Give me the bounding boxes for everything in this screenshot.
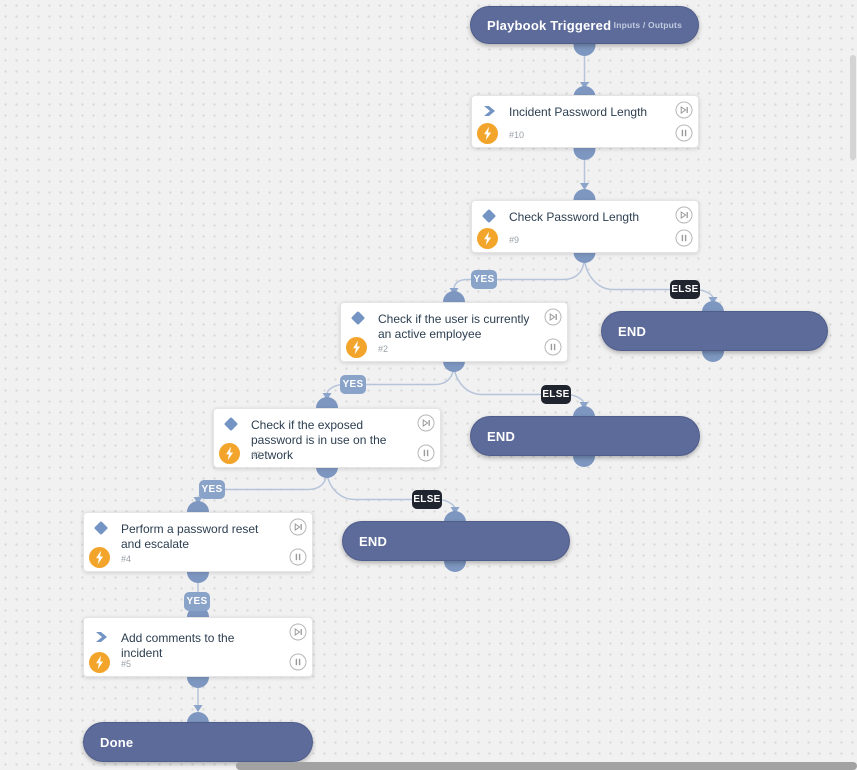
end-node-3[interactable]: END [342, 521, 570, 561]
skip-task-button[interactable] [289, 623, 307, 641]
task-title: Check if the user is currently an active… [378, 312, 530, 341]
pause-task-button[interactable] [675, 229, 693, 247]
pause-task-button[interactable] [417, 444, 435, 462]
condition-node-check-password-in-use[interactable]: Check if the exposed password is in use … [213, 408, 441, 468]
pause-task-button[interactable] [675, 124, 693, 142]
skip-task-button[interactable] [417, 414, 435, 432]
edge-user-active-yes [326, 363, 455, 395]
skip-task-button[interactable] [544, 308, 562, 326]
branch-label-else-2[interactable]: ELSE [541, 385, 571, 404]
condition-diamond-icon [480, 207, 498, 225]
skip-task-button[interactable] [675, 101, 693, 119]
task-node-add-comments[interactable]: Add comments to the incident #5 [83, 617, 313, 677]
branch-label-yes-3[interactable]: YES [199, 480, 225, 499]
automation-bolt-icon [477, 123, 498, 144]
edge-check-length-else [583, 255, 714, 299]
done-node[interactable]: Done [83, 722, 313, 762]
pause-task-button[interactable] [289, 548, 307, 566]
end-node-1[interactable]: END [601, 311, 828, 351]
task-title: Check if the exposed password is in use … [251, 418, 387, 462]
task-chevron-icon [480, 102, 498, 120]
arrowhead [708, 297, 718, 304]
condition-diamond-icon [222, 415, 240, 433]
skip-task-button[interactable] [289, 518, 307, 536]
task-title: Check Password Length [509, 210, 640, 224]
arrowhead [193, 497, 203, 504]
edge-check-length-yes [453, 255, 586, 290]
arrowhead [580, 183, 589, 190]
branch-label-else-1[interactable]: ELSE [670, 280, 700, 299]
pause-task-button[interactable] [289, 653, 307, 671]
task-number: #9 [509, 235, 520, 245]
start-node-label: Playbook Triggered [487, 17, 612, 33]
inputs-outputs-link[interactable]: Inputs / Outputs [613, 20, 682, 30]
arrowhead [450, 507, 460, 514]
task-title: Perform a password reset and escalate [121, 522, 259, 551]
condition-node-perform-password-reset[interactable]: Perform a password reset and escalate #4 [83, 512, 313, 572]
start-node-playbook-triggered[interactable]: Playbook Triggered Inputs / Outputs [470, 6, 699, 44]
task-title: Add comments to the incident [121, 631, 235, 660]
arrowhead [579, 402, 589, 409]
end-node-label: END [487, 428, 516, 444]
end-node-label: END [618, 323, 647, 339]
end-node-2[interactable]: END [470, 416, 700, 456]
automation-bolt-icon [89, 547, 110, 568]
branch-label-yes-2[interactable]: YES [340, 375, 366, 394]
task-chevron-icon [92, 628, 110, 646]
horizontal-scrollbar[interactable] [236, 762, 857, 770]
pause-task-button[interactable] [544, 338, 562, 356]
task-number: #3 [251, 450, 262, 460]
vertical-scrollbar[interactable] [850, 55, 856, 160]
task-title: Incident Password Length [509, 105, 648, 119]
arrowhead [322, 393, 332, 400]
arrowhead [580, 82, 589, 89]
condition-diamond-icon [92, 519, 110, 537]
condition-node-check-password-length[interactable]: Check Password Length #9 [471, 200, 699, 253]
automation-bolt-icon [477, 228, 498, 249]
task-node-incident-password-length[interactable]: Incident Password Length #10 [471, 95, 699, 148]
edge-user-active-else [453, 363, 585, 405]
branch-label-yes-1[interactable]: YES [471, 270, 497, 289]
branch-label-yes-4[interactable]: YES [184, 592, 210, 611]
task-number: #10 [509, 130, 525, 140]
end-node-label: END [359, 533, 388, 549]
done-node-label: Done [100, 734, 134, 750]
branch-label-else-3[interactable]: ELSE [412, 490, 442, 509]
arrowhead [193, 705, 203, 712]
condition-node-check-user-active[interactable]: Check if the user is currently an active… [340, 302, 568, 362]
task-number: #5 [121, 659, 132, 669]
automation-bolt-icon [219, 443, 240, 464]
automation-bolt-icon [346, 337, 367, 358]
condition-diamond-icon [349, 309, 367, 327]
task-number: #4 [121, 554, 132, 564]
task-number: #2 [378, 344, 389, 354]
automation-bolt-icon [89, 652, 110, 673]
skip-task-button[interactable] [675, 206, 693, 224]
edge-password-in-use-else [326, 469, 456, 510]
